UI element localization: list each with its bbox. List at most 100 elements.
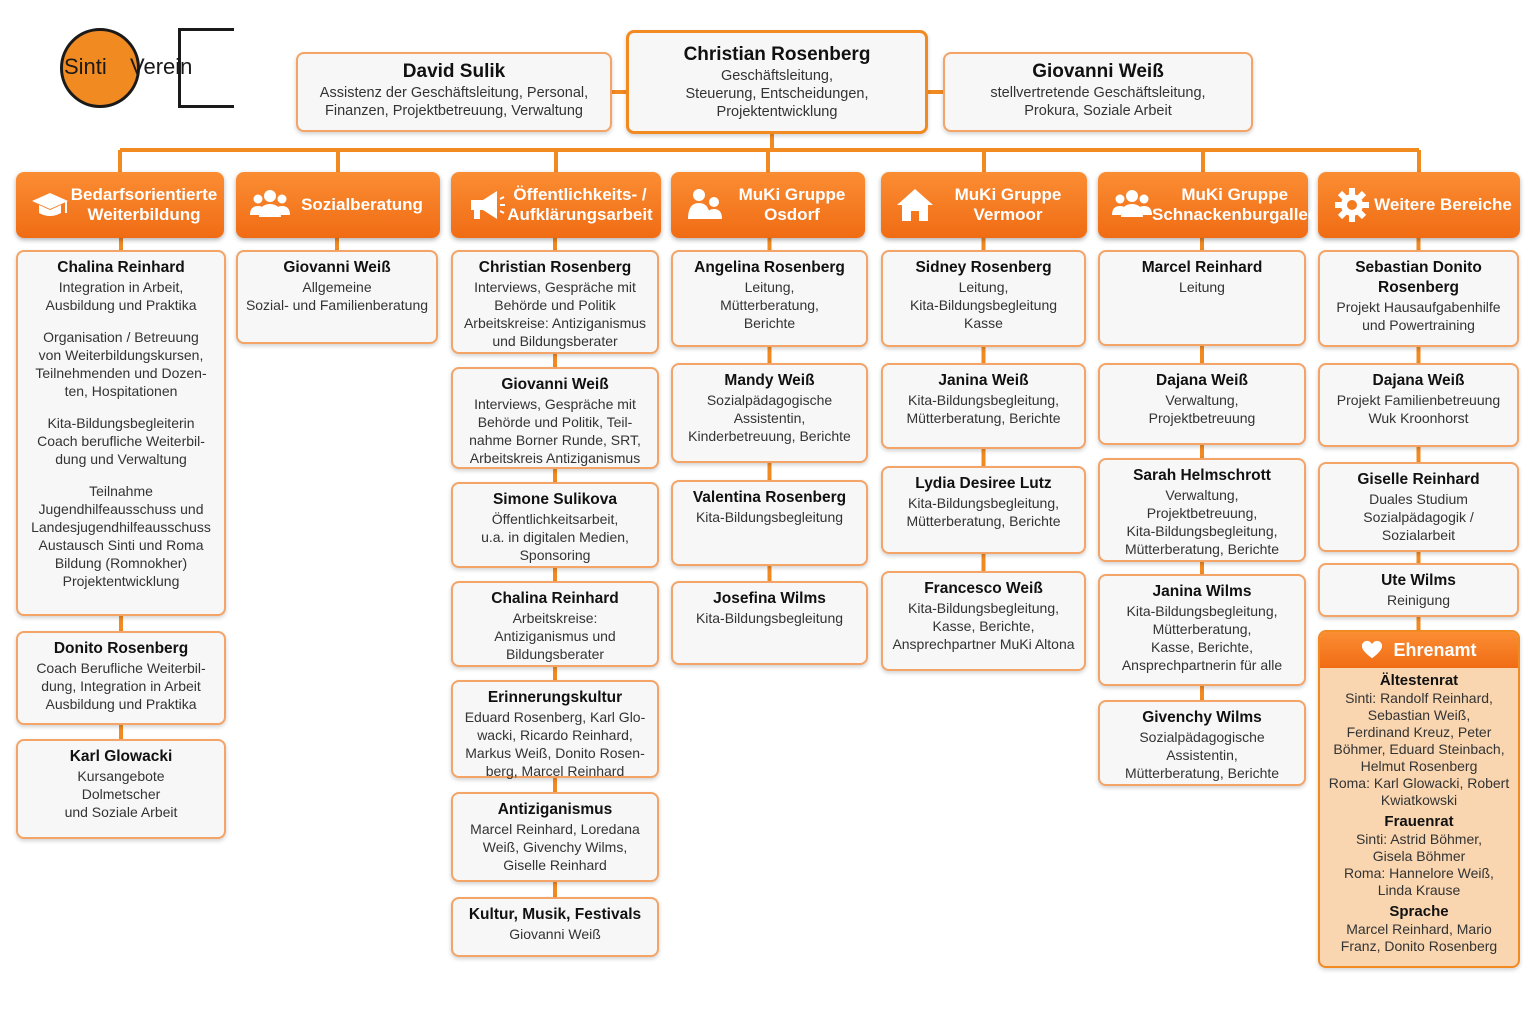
staff-name: Giselle Reinhard xyxy=(1357,471,1480,488)
staff-name: Kultur, Musik, Festivals xyxy=(468,906,642,923)
sinti-verein-logo: Sinti Verein xyxy=(58,26,234,110)
staff-name: Christian Rosenberg xyxy=(478,259,632,276)
people-group-icon xyxy=(1112,190,1152,217)
gear-icon xyxy=(1335,188,1369,222)
staff-name: Lydia Desiree Lutz xyxy=(915,475,1052,492)
staff-name: Antiziganismus xyxy=(497,801,613,818)
staff-name: Donito Rosenberg xyxy=(53,640,189,657)
department-header: MuKi Gruppe Schnackenburgallee xyxy=(1098,172,1317,238)
staff-name: Chalina Reinhard xyxy=(491,590,619,607)
staff-name: Francesco Weiß xyxy=(924,580,1043,597)
staff-name: Marcel Reinhard xyxy=(1141,259,1263,276)
ceo-name: Christian Rosenberg xyxy=(683,44,871,65)
staff-role: Marcel Reinhard, Loredana Weiß, Givenchy… xyxy=(470,821,640,873)
department-title: Bedarfsorientierte Weiterbildung xyxy=(70,185,218,224)
ehrenamt-header: Ehrenamt xyxy=(1320,632,1518,668)
staff-role: Sozialpädagogische Assistentin, Mütterbe… xyxy=(1124,729,1280,781)
staff-role: Kita-Bildungsbegleitung xyxy=(695,509,844,525)
department-title: MuKi Gruppe Vermoor xyxy=(954,185,1062,224)
staff-name: Dajana Weiß xyxy=(1156,372,1248,389)
staff-role: Kita-Bildungsbegleitung, Mütterberatung,… xyxy=(1121,603,1283,673)
staff-role: Giovanni Weiß xyxy=(509,926,601,942)
staff-name: Simone Sulikova xyxy=(492,491,618,508)
staff-name: Givenchy Wilms xyxy=(1142,709,1262,726)
staff-role: Coach Berufliche Weiterbil- dung, Integr… xyxy=(36,660,206,712)
staff-name: Giovanni Weiß xyxy=(283,259,391,276)
ehrenamt-section-title: Ältestenrat xyxy=(1379,672,1459,689)
assistant-name: David Sulik xyxy=(402,61,506,82)
department-header: Bedarfsorientierte Weiterbildung xyxy=(16,172,224,238)
staff-name: Dajana Weiß xyxy=(1372,372,1465,389)
staff-role: Leitung xyxy=(1179,279,1225,295)
house-icon xyxy=(897,189,933,221)
staff-role: Sozialpädagogische Assistentin, Kinderbe… xyxy=(688,392,851,444)
ehrenamt-section-text: Marcel Reinhard, Mario Franz, Donito Ros… xyxy=(1340,921,1498,954)
deputy-role: stellvertretende Geschäftsleitung, Proku… xyxy=(990,85,1206,119)
staff-role: Duales Studium Sozialpädagogik / Soziala… xyxy=(1363,491,1474,543)
staff-role: Kita-Bildungsbegleitung xyxy=(695,610,844,626)
staff-role: Leitung, Mütterberatung, Berichte xyxy=(720,279,819,331)
staff-role: Arbeitskreise: Antiziganismus und Bildun… xyxy=(494,610,616,662)
department-title: Sozialberatung xyxy=(301,195,423,214)
graduation-cap-icon xyxy=(32,193,68,216)
department-header: Öffentlichkeits- / Aufklärungsarbeit xyxy=(451,172,661,238)
staff-role: Leitung, Kita-Bildungsbegleitung Kasse xyxy=(909,279,1058,331)
assistant-role: Assistenz der Geschäftsleitung, Personal… xyxy=(319,85,589,119)
staff-role: Interviews, Gespräche mit Behörde und Po… xyxy=(463,279,647,349)
staff-role: Kita-Bildungsbegleitung, Kasse, Berichte… xyxy=(892,600,1075,652)
logo-circle xyxy=(60,28,140,108)
staff-role: Organisation / Betreuung von Weiterbildu… xyxy=(35,329,207,399)
staff-role: Integration in Arbeit, Ausbildung und Pr… xyxy=(45,279,197,313)
staff-name: Josefina Wilms xyxy=(713,590,826,607)
department-title: Weitere Bereiche xyxy=(1374,195,1512,214)
people-group-icon xyxy=(250,190,290,217)
assistant-box: David Sulik Assistenz der Geschäftsleitu… xyxy=(296,52,612,132)
department-title: MuKi Gruppe Schnackenburgallee xyxy=(1152,185,1318,224)
staff-name: Angelina Rosenberg xyxy=(694,259,845,276)
parent-child-icon xyxy=(688,189,722,219)
staff-name: Ute Wilms xyxy=(1381,572,1456,589)
staff-role: Teilnahme Jugendhilfeausschuss und Lande… xyxy=(31,483,211,589)
staff-role: Projekt Hausaufgabenhilfe und Powertrain… xyxy=(1336,299,1501,333)
staff-name: Sebastian Donito Rosenberg xyxy=(1355,259,1482,296)
megaphone-icon xyxy=(471,191,505,219)
staff-role: Kita-Bildungsbegleiterin Coach beruflich… xyxy=(37,415,205,467)
staff-role: Eduard Rosenberg, Karl Glo- wacki, Ricar… xyxy=(464,709,646,779)
ehrenamt-section-title: Frauenrat xyxy=(1384,813,1454,830)
staff-role: Projekt Familienbetreuung Wuk Kroonhorst xyxy=(1336,392,1501,426)
staff-role: Kursangebote Dolmetscher und Soziale Arb… xyxy=(64,768,178,820)
staff-name: Valentina Rosenberg xyxy=(692,489,847,506)
ceo-role: Geschäftsleitung, Steuerung, Entscheidun… xyxy=(685,68,869,120)
staff-name: Giovanni Weiß xyxy=(501,376,609,393)
staff-name: Chalina Reinhard xyxy=(57,259,185,276)
heart-icon xyxy=(1362,640,1383,659)
staff-role: Interviews, Gespräche mit Behörde und Po… xyxy=(469,396,641,466)
staff-name: Erinnerungskultur xyxy=(487,689,623,706)
ehrenamt-section-text: Sinti: Astrid Böhmer, Gisela Böhmer Roma… xyxy=(1344,831,1494,898)
department-header: Weitere Bereiche xyxy=(1318,172,1520,238)
staff-name: Janina Wilms xyxy=(1152,583,1252,600)
staff-role: Allgemeine Sozial- und Familienberatung xyxy=(245,279,429,313)
